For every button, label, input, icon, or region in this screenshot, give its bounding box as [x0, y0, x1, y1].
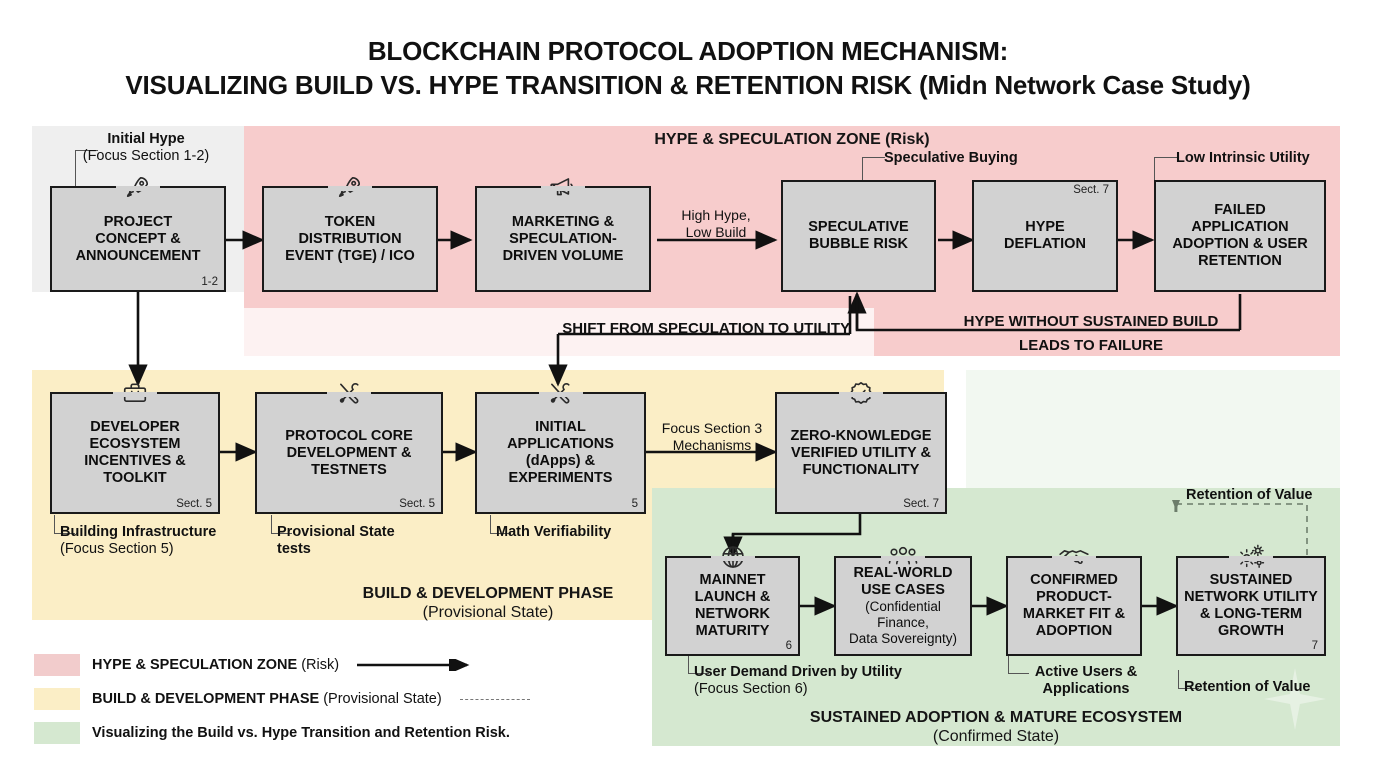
callout-active-users-sub: Applications [1042, 681, 1130, 697]
edge-label-high-hype: High Hype, Low Build [681, 207, 751, 240]
node-speculative-bubble[interactable]: SPECULATIVE BUBBLE RISK [781, 180, 936, 292]
legend-item-build: BUILD & DEVELOPMENT PHASE (Provisional S… [34, 684, 530, 714]
node-zero-knowledge-tag: Sect. 7 [903, 498, 939, 510]
zone-caption-build-main: BUILD & DEVELOPMENT PHASE [362, 585, 614, 602]
node-developer-ecosystem-label: DEVELOPER ECOSYSTEM INCENTIVES & TOOLKIT [84, 419, 186, 486]
callout-retention-of-value-bottom: Retention of Value [1184, 679, 1311, 695]
banner-shift-to-utility: SHIFT FROM SPECULATION TO UTILITY [562, 320, 850, 337]
callout-user-demand: User Demand Driven by Utility (Focus Sec… [694, 664, 902, 698]
legend-label-build: BUILD & DEVELOPMENT PHASE (Provisional S… [92, 691, 442, 707]
zone-caption-build: BUILD & DEVELOPMENT PHASE (Provisional S… [32, 584, 944, 622]
node-hype-deflation[interactable]: HYPE DEFLATION Sect. 7 [972, 180, 1118, 292]
callout-initial-hype-sub: (Focus Section 1-2) [82, 148, 210, 164]
legend: HYPE & SPECULATION ZONE (Risk) BUILD & D… [34, 650, 530, 752]
zone-caption-green-sub: (Confirmed State) [932, 728, 1060, 745]
node-protocol-core-label: PROTOCOL CORE DEVELOPMENT & TESTNETS [285, 427, 413, 478]
callout-elbow-active-users [1008, 655, 1029, 674]
node-protocol-core[interactable]: PROTOCOL CORE DEVELOPMENT & TESTNETS Sec… [255, 382, 443, 514]
legend-label-hype: HYPE & SPECULATION ZONE (Risk) [92, 657, 339, 673]
legend-item-hype: HYPE & SPECULATION ZONE (Risk) [34, 650, 530, 680]
callout-provisional-state-tests: Provisional State tests [277, 524, 395, 558]
callout-building-infrastructure: Building Infrastructure (Focus Section 5… [60, 524, 216, 558]
callout-elbow-building-infra [54, 515, 75, 534]
callout-elbow-speculative-buying [862, 157, 885, 191]
callout-building-infrastructure-main: Building Infrastructure [60, 524, 217, 540]
node-project-concept-label: PROJECT CONCEPT & ANNOUNCEMENT [75, 213, 201, 264]
callout-math-verifiability: Math Verifiability [496, 524, 612, 540]
callout-elbow-retention-value [1178, 670, 1199, 689]
node-marketing-volume[interactable]: MARKETING & SPECULATION- DRIVEN VOLUME [475, 178, 651, 292]
legend-label-build-sub: (Provisional State) [319, 691, 442, 707]
callout-elbow-provisional-tests [271, 515, 292, 534]
legend-label-build-bold: BUILD & DEVELOPMENT PHASE [92, 691, 320, 707]
callout-active-users-main: Active Users & [1034, 664, 1138, 680]
node-mainnet-launch-label: MAINNET LAUNCH & NETWORK MATURITY [694, 572, 771, 639]
node-developer-ecosystem-tag: Sect. 5 [176, 498, 212, 510]
callout-building-infrastructure-sub: (Focus Section 5) [60, 541, 174, 557]
legend-swatch-green [34, 722, 80, 744]
node-token-distribution[interactable]: TOKEN DISTRIBUTION EVENT (TGE) / ICO [262, 176, 438, 292]
node-confirmed-fit[interactable]: CONFIRMED PRODUCT- MARKET FIT & ADOPTION [1006, 550, 1142, 656]
node-real-world-label: REAL-WORLD USE CASES [853, 565, 953, 598]
node-confirmed-fit-label: CONFIRMED PRODUCT- MARKET FIT & ADOPTION [1022, 572, 1126, 639]
node-hype-deflation-tag: Sect. 7 [1073, 184, 1109, 196]
zone-sustained-upper [966, 370, 1340, 488]
zone-caption-green-main: SUSTAINED ADOPTION & MATURE ECOSYSTEM [809, 709, 1183, 726]
node-initial-applications-label: INITIAL APPLICATIONS (dApps) & EXPERIMEN… [507, 419, 614, 486]
callout-retention-of-value-top: Retention of Value [1186, 487, 1313, 503]
banner-hype-fail-line1: HYPE WITHOUT SUSTAINED BUILD [963, 313, 1219, 330]
node-hype-deflation-label: HYPE DEFLATION [1004, 219, 1086, 252]
banner-hype-fail-line2: LEADS TO FAILURE [1019, 337, 1163, 354]
node-mainnet-launch-tag: 6 [785, 640, 792, 652]
legend-item-green: Visualizing the Build vs. Hype Transitio… [34, 718, 530, 748]
callout-user-demand-sub: (Focus Section 6) [694, 681, 808, 697]
legend-swatch-hype [34, 654, 80, 676]
callout-provisional-state-main: Provisional State [277, 524, 395, 540]
legend-label-green: Visualizing the Build vs. Hype Transitio… [92, 725, 510, 741]
legend-dashed-line-icon [459, 698, 530, 700]
node-zero-knowledge-label: ZERO-KNOWLEDGE VERIFIED UTILITY & FUNCTI… [790, 427, 932, 478]
callout-elbow-initial-hype [75, 150, 98, 187]
node-failed-adoption[interactable]: FAILED APPLICATION ADOPTION & USER RETEN… [1154, 180, 1326, 292]
zone-caption-build-sub: (Provisional State) [422, 604, 554, 621]
node-mainnet-launch[interactable]: MAINNET LAUNCH & NETWORK MATURITY 6 [665, 546, 800, 656]
zone-caption-hype: HYPE & SPECULATION ZONE (Risk) [654, 131, 930, 148]
node-speculative-bubble-label: SPECULATIVE BUBBLE RISK [808, 219, 909, 252]
legend-swatch-build [34, 688, 80, 710]
title-line-1: BLOCKCHAIN PROTOCOL ADOPTION MECHANISM: [367, 36, 1009, 66]
callout-low-intrinsic-utility: Low Intrinsic Utility [1176, 150, 1310, 166]
node-developer-ecosystem[interactable]: DEVELOPER ECOSYSTEM INCENTIVES & TOOLKIT… [50, 383, 220, 514]
edge-label-focus-section-3: Focus Section 3 Mechanisms [661, 420, 763, 453]
callout-elbow-user-demand [688, 655, 709, 674]
node-sustained-growth-tag: 7 [1311, 640, 1318, 652]
legend-solid-arrow-icon [357, 659, 470, 671]
callout-provisional-state-sub: tests [277, 541, 311, 557]
node-token-distribution-label: TOKEN DISTRIBUTION EVENT (TGE) / ICO [285, 213, 415, 264]
callout-elbow-low-intrinsic-utility [1154, 157, 1177, 191]
callout-user-demand-main: User Demand Driven by Utility [694, 664, 902, 680]
node-project-concept[interactable]: PROJECT CONCEPT & ANNOUNCEMENT 1-2 [50, 176, 226, 292]
callout-initial-hype: Initial Hype (Focus Section 1-2) [56, 131, 236, 165]
callout-initial-hype-main: Initial Hype [107, 131, 185, 147]
node-zero-knowledge[interactable]: ZERO-KNOWLEDGE VERIFIED UTILITY & FUNCTI… [775, 382, 947, 514]
node-initial-applications[interactable]: INITIAL APPLICATIONS (dApps) & EXPERIMEN… [475, 382, 646, 514]
node-real-world-sublabel: (Confidential Finance, Data Sovereignty) [848, 599, 958, 646]
callout-speculative-buying: Speculative Buying [884, 150, 1018, 166]
legend-label-hype-sub: (Risk) [297, 657, 340, 673]
callout-elbow-math-verifiability [490, 515, 511, 534]
title-line-2: VISUALIZING BUILD VS. HYPE TRANSITION & … [125, 70, 1251, 100]
node-real-world[interactable]: REAL-WORLD USE CASES (Confidential Finan… [834, 546, 972, 656]
callout-active-users: Active Users & Applications [1014, 664, 1158, 698]
page-title: BLOCKCHAIN PROTOCOL ADOPTION MECHANISM: … [0, 34, 1376, 102]
node-project-concept-tag: 1-2 [201, 276, 218, 288]
node-initial-applications-tag: 5 [631, 498, 638, 510]
zone-caption-green: SUSTAINED ADOPTION & MATURE ECOSYSTEM (C… [652, 708, 1340, 746]
node-sustained-growth[interactable]: SUSTAINED NETWORK UTILITY & LONG-TERM GR… [1176, 544, 1326, 656]
node-protocol-core-tag: Sect. 5 [399, 498, 435, 510]
node-failed-adoption-label: FAILED APPLICATION ADOPTION & USER RETEN… [1172, 202, 1308, 269]
node-marketing-volume-label: MARKETING & SPECULATION- DRIVEN VOLUME [502, 213, 624, 264]
node-sustained-growth-label: SUSTAINED NETWORK UTILITY & LONG-TERM GR… [1184, 572, 1318, 639]
legend-label-hype-bold: HYPE & SPECULATION ZONE [92, 657, 298, 673]
